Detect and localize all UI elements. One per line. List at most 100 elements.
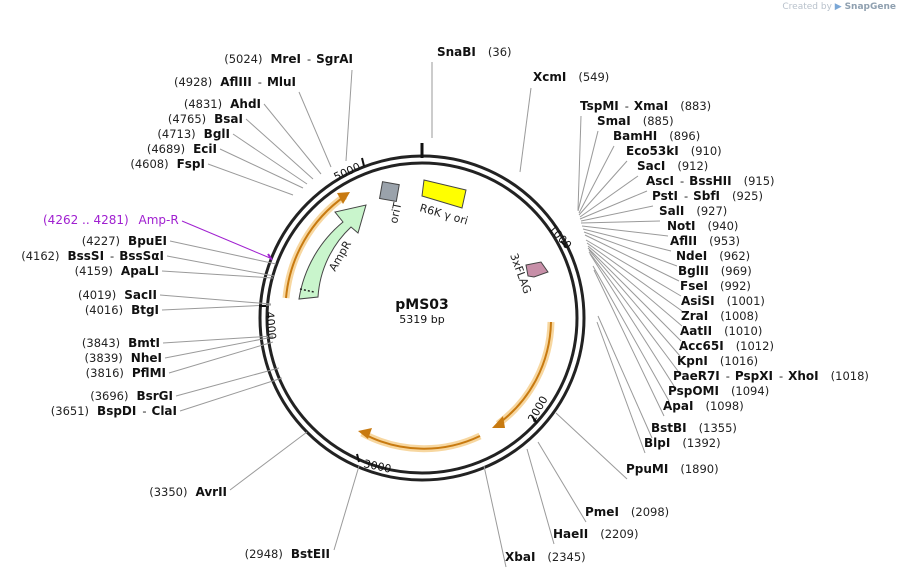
site-label-sacii[interactable]: (4019)SacII [78, 288, 157, 302]
site-sep: - [625, 99, 629, 113]
site-name: BstBI [651, 421, 687, 435]
site-label-ecii[interactable]: (4689)EciI [147, 142, 217, 156]
site-label-xbai[interactable]: XbaI(2345) [505, 550, 586, 564]
site-label-fsei[interactable]: FseI(992) [680, 279, 751, 293]
site-pos: (910) [691, 144, 722, 158]
site-pos: (1890) [680, 462, 718, 476]
tick-5000 [361, 157, 365, 167]
site-pos: (953) [709, 234, 740, 248]
site-label-blpi[interactable]: BlpI(1392) [644, 436, 721, 450]
site-label-bsteii[interactable]: (2948)BstEII [245, 547, 330, 561]
site-label-ppumi[interactable]: PpuMI(1890) [626, 462, 719, 476]
site-name: BspDI [97, 404, 136, 418]
site-label-xcmi[interactable]: XcmI(549) [533, 70, 609, 84]
site-name: SnaBI [437, 45, 476, 59]
site-label-saci[interactable]: SacI(912) [637, 159, 708, 173]
site-line-pflmi [168, 341, 274, 374]
site-name: SacI [637, 159, 665, 173]
site-line-bstbi [597, 315, 653, 439]
site-label-asci[interactable]: AscI-BssHII(915) [646, 174, 775, 188]
site-label-nhei[interactable]: (3839)NheI [85, 351, 162, 365]
site-label-snabi[interactable]: SnaBI(36) [437, 45, 512, 59]
site-line-ahdi [263, 103, 322, 175]
site-label-zrai[interactable]: ZraI(1008) [681, 309, 758, 323]
site-label-bgli[interactable]: (4713)BglI [157, 127, 230, 141]
site-label-bpuei[interactable]: (4227)BpuEI [82, 234, 167, 248]
flag-feature-arrow [525, 261, 549, 278]
orf-arc-bottom-head [358, 428, 372, 439]
site-label-apai[interactable]: ApaI(1098) [663, 399, 744, 413]
site-line-aflii [582, 228, 672, 252]
site-label-smai[interactable]: SmaI(885) [597, 114, 674, 128]
site-name: PstI [652, 189, 678, 203]
site-pos: (1098) [705, 399, 743, 413]
site-label-bstbi[interactable]: BstBI(1355) [651, 421, 737, 435]
site-label-bmti[interactable]: (3843)BmtI [82, 336, 160, 350]
site-label-tspmi[interactable]: TspMI-XmaI(883) [580, 99, 711, 113]
site-label-paer7i[interactable]: PaeR7I-PspXI-XhoI(1018) [673, 369, 869, 383]
site-label-acc65i[interactable]: Acc65I(1012) [679, 339, 774, 353]
site-label-bamhi[interactable]: BamHI(896) [613, 129, 700, 143]
site-label-pflmi[interactable]: (3816) PflMI [86, 366, 166, 380]
site-label-bglii[interactable]: BglII(969) [678, 264, 752, 278]
site-pos: (3651) [51, 404, 89, 418]
site-sep: - [110, 249, 114, 263]
site-line-pspomi [592, 265, 670, 402]
site-label-bspdi[interactable]: (3651)BspDI-ClaI [51, 404, 177, 418]
site-line-asisi [586, 242, 683, 312]
site-name: AhdI [230, 97, 261, 111]
site-pos: (3816) [86, 366, 124, 380]
site-name: PflMI [132, 366, 166, 380]
site-label-psti[interactable]: PstI-SbfI(925) [652, 189, 763, 203]
site-name: SgrAI [316, 52, 353, 66]
site-name: SacII [124, 288, 157, 302]
site-label-fspi[interactable]: (4608)FspI [130, 157, 205, 171]
site-pos: (925) [732, 189, 763, 203]
site-pos: (883) [680, 99, 711, 113]
site-name: ClaI [152, 404, 177, 418]
site-name: PspOMI [668, 384, 719, 398]
tick-label-3000: 3000 [362, 457, 392, 476]
site-label-avrii[interactable]: (3350)AvrII [149, 485, 227, 499]
site-label-haeii[interactable]: HaeII(2209) [553, 527, 638, 541]
site-line-bspdi [179, 377, 283, 412]
site-name: XcmI [533, 70, 566, 84]
site-label-pmei[interactable]: PmeI(2098) [585, 505, 669, 519]
primer-tick [267, 253, 273, 261]
site-label-ahdi[interactable]: (4831)AhdI [184, 97, 261, 111]
site-name: XhoI [788, 369, 819, 383]
orf-arc-left-head [337, 192, 350, 204]
site-line-afliii [298, 91, 332, 168]
site-sep: - [258, 75, 262, 89]
site-label-eco53ki[interactable]: Eco53kI (910) [626, 144, 722, 158]
site-label-btgi[interactable]: (4016)BtgI [85, 303, 159, 317]
site-name: BssSαI [119, 249, 164, 263]
orf-arcs [282, 192, 555, 453]
site-label-sali[interactable]: SalI(927) [659, 204, 727, 218]
site-line-pmei [537, 441, 587, 523]
site-label-aflii[interactable]: AflII(953) [670, 234, 740, 248]
site-name: AflIII [220, 75, 252, 89]
site-line-ecii [219, 148, 304, 189]
site-label-afliii[interactable]: (4928)AflIII-MluI [174, 75, 296, 89]
site-label-apali[interactable]: (4159)ApaLI [75, 264, 159, 278]
site-label-noti[interactable]: NotI(940) [667, 219, 738, 233]
site-name: Eco53kI [626, 144, 679, 158]
site-label-aatii[interactable]: AatII(1010) [680, 324, 762, 338]
site-line-sacii [159, 294, 272, 305]
site-label-kpni[interactable]: KpnI(1016) [677, 354, 758, 368]
site-label-asisi[interactable]: AsiSI(1001) [681, 294, 765, 308]
site-pos: (3696) [90, 389, 128, 403]
site-label-ndei[interactable]: NdeI(962) [676, 249, 750, 263]
site-label-mrei[interactable]: (5024)MreI-SgrAI [224, 52, 353, 66]
site-name: TspMI [580, 99, 619, 113]
site-pos: (4159) [75, 264, 113, 278]
site-label-bsai[interactable]: (4765)BsaI [168, 112, 243, 126]
site-line-smai [577, 130, 599, 212]
site-label-bsrgi[interactable]: (3696)BsrGI [90, 389, 173, 403]
site-label-bsssi[interactable]: (4162)BssSI-BssSαI [21, 249, 164, 263]
site-label-pspomi[interactable]: PspOMI(1094) [668, 384, 769, 398]
site-pos: (1001) [727, 294, 765, 308]
site-line-kpni [588, 251, 679, 372]
site-pos: (1008) [720, 309, 758, 323]
